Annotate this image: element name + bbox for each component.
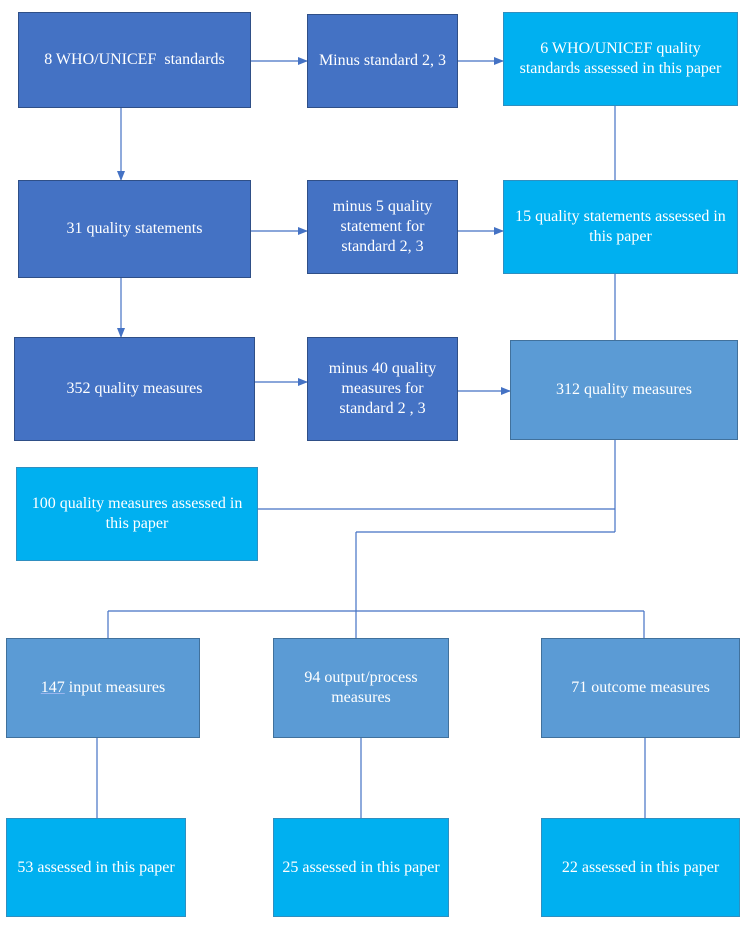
node-remaining-measures: 312 quality measures xyxy=(510,340,738,440)
node-minus-standard-text: Minus standard 2, 3 xyxy=(318,52,447,69)
node-assessed-standards-text: 6 WHO/UNICEF quality standards assessed … xyxy=(519,40,722,77)
node-quality-statements: 31 quality statements xyxy=(18,180,251,278)
node-quality-measures: 352 quality measures xyxy=(14,337,255,441)
node-minus-statements-text: minus 5 quality statement for standard 2… xyxy=(332,198,433,255)
node-outcome-assessed: 22 assessed in this paper xyxy=(541,818,740,917)
node-outcome-measures-text: 71 outcome measures xyxy=(571,679,710,696)
node-outcome-measures: 71 outcome measures xyxy=(541,638,740,738)
node-minus-standard: Minus standard 2, 3 xyxy=(307,14,458,108)
node-assessed-statements-text: 15 quality statements assessed in this p… xyxy=(515,208,726,245)
node-output-measures: 94 output/process measures xyxy=(273,638,449,738)
node-minus-measures-text: minus 40 quality measures for standard 2… xyxy=(328,360,437,417)
node-minus-measures: minus 40 quality measures for standard 2… xyxy=(307,337,458,441)
node-input-assessed-text: 53 assessed in this paper xyxy=(17,858,175,876)
node-remaining-measures-text: 312 quality measures xyxy=(556,381,692,398)
node-input-measures: 147 input measures xyxy=(6,638,200,738)
node-input-measures-label: input measures xyxy=(64,679,166,696)
node-assessed-measures-text: 100 quality measures assessed in this pa… xyxy=(31,495,243,532)
node-output-assessed-text: 25 assessed in this paper xyxy=(282,858,440,876)
node-input-measures-count: 147 xyxy=(40,679,65,696)
node-output-assessed: 25 assessed in this paper xyxy=(273,818,449,917)
node-assessed-statements: 15 quality statements assessed in this p… xyxy=(503,180,738,274)
node-output-measures-text: 94 output/process measures xyxy=(304,669,418,706)
node-assessed-standards: 6 WHO/UNICEF quality standards assessed … xyxy=(503,12,738,106)
node-quality-measures-text: 352 quality measures xyxy=(66,380,203,397)
node-minus-statements: minus 5 quality statement for standard 2… xyxy=(307,180,458,274)
node-input-assessed: 53 assessed in this paper xyxy=(6,818,186,917)
node-assessed-measures: 100 quality measures assessed in this pa… xyxy=(16,467,258,561)
node-who-unicef-standards-text: 8 WHO/UNICEF standards xyxy=(44,51,225,68)
node-who-unicef-standards: 8 WHO/UNICEF standards xyxy=(18,12,251,108)
node-input-measures-text: 147 input measures xyxy=(41,678,165,698)
node-outcome-assessed-text: 22 assessed in this paper xyxy=(561,858,720,876)
node-quality-statements-text: 31 quality statements xyxy=(66,220,203,237)
